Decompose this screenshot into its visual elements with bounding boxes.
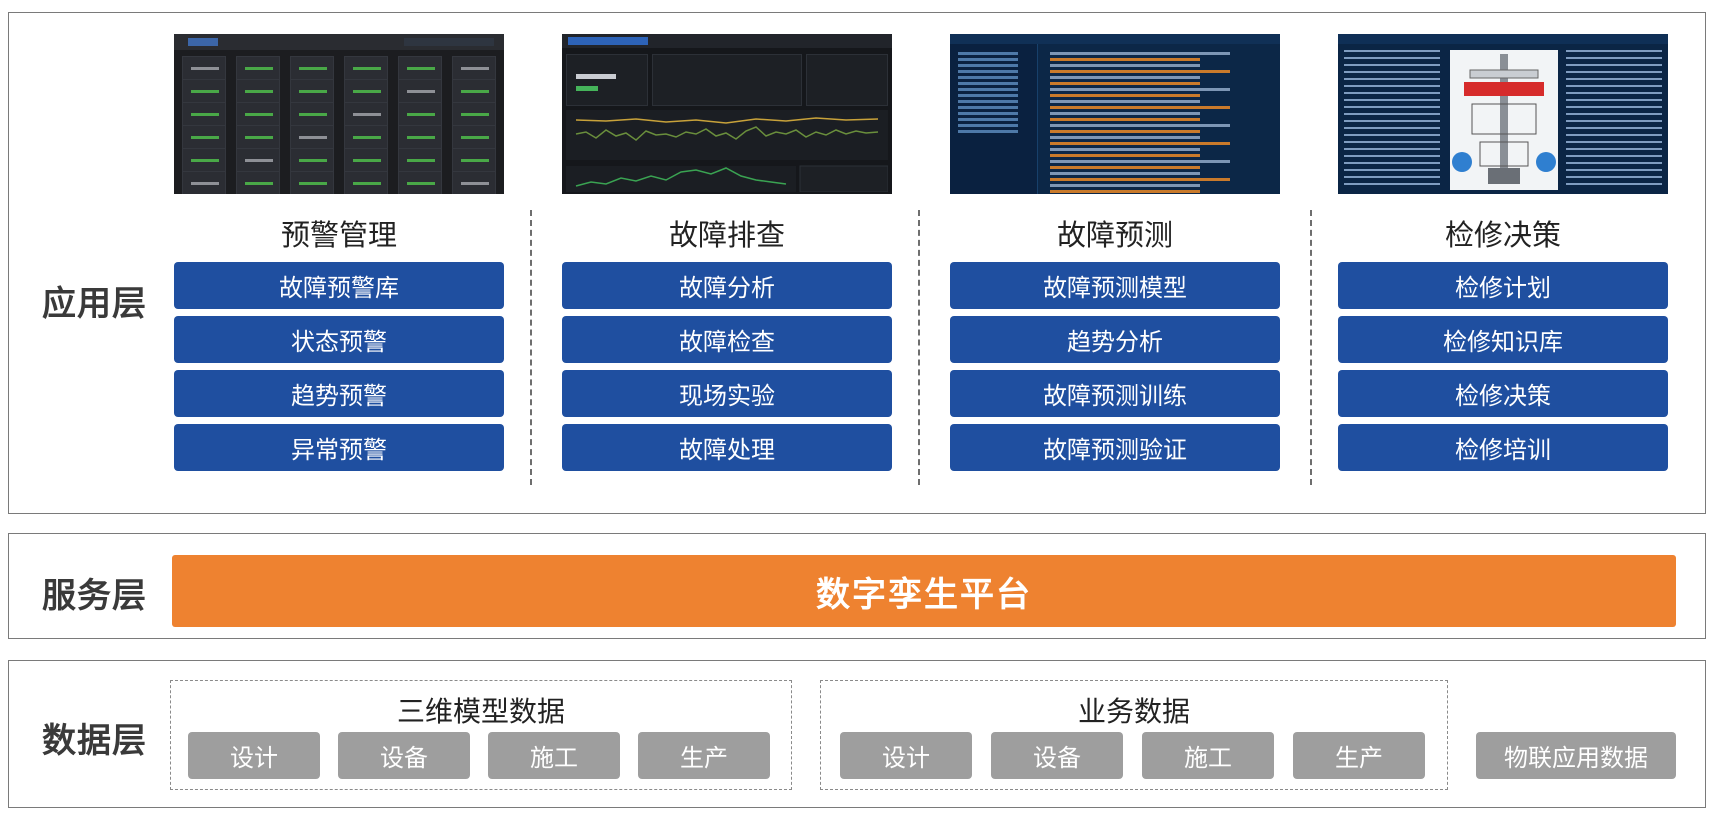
data-layer-label: 数据层 [42, 721, 147, 761]
app-button-fault-inspection[interactable]: 故障检查 [562, 316, 892, 363]
app-button-fault-prediction-model[interactable]: 故障预测模型 [950, 262, 1280, 309]
data-button-construction[interactable]: 施工 [1142, 732, 1274, 779]
column-title-fault-prediction: 故障预测 [1056, 218, 1173, 252]
column-title-warning-management: 预警管理 [280, 218, 397, 252]
app-button-fault-prediction-validation[interactable]: 故障预测验证 [950, 424, 1280, 471]
service-layer-label: 服务层 [42, 576, 147, 616]
column-title-maintenance-decision: 检修决策 [1444, 218, 1561, 252]
app-button-status-warning[interactable]: 状态预警 [174, 316, 504, 363]
app-button-maintenance-plan[interactable]: 检修计划 [1338, 262, 1668, 309]
data-button-production[interactable]: 生产 [638, 732, 770, 779]
app-button-anomaly-warning[interactable]: 异常预警 [174, 424, 504, 471]
app-button-maintenance-knowledge-base[interactable]: 检修知识库 [1338, 316, 1668, 363]
app-button-maintenance-training[interactable]: 检修培训 [1338, 424, 1668, 471]
app-button-fault-analysis[interactable]: 故障分析 [562, 262, 892, 309]
warning-management-screenshot [174, 34, 504, 194]
app-button-field-experiment[interactable]: 现场实验 [562, 370, 892, 417]
column-separator [530, 210, 532, 485]
app-button-trend-warning[interactable]: 趋势预警 [174, 370, 504, 417]
app-button-maintenance-decision[interactable]: 检修决策 [1338, 370, 1668, 417]
column-separator [918, 210, 920, 485]
column-title-fault-investigation: 故障排查 [668, 218, 785, 252]
3d-model-data-group [170, 680, 792, 790]
data-button-production[interactable]: 生产 [1293, 732, 1425, 779]
app-button-fault-warning-library[interactable]: 故障预警库 [174, 262, 504, 309]
data-button-construction[interactable]: 施工 [488, 732, 620, 779]
fault-prediction-screenshot [950, 34, 1280, 194]
data-button-design[interactable]: 设计 [188, 732, 320, 779]
data-button-iot-application-data[interactable]: 物联应用数据 [1476, 732, 1676, 779]
app-button-fault-prediction-training[interactable]: 故障预测训练 [950, 370, 1280, 417]
business-data-title: 业务数据 [1077, 695, 1190, 728]
app-button-fault-handling[interactable]: 故障处理 [562, 424, 892, 471]
app-button-trend-analysis[interactable]: 趋势分析 [950, 316, 1280, 363]
data-button-equipment[interactable]: 设备 [338, 732, 470, 779]
application-layer-label: 应用层 [42, 284, 147, 324]
data-button-design[interactable]: 设计 [840, 732, 972, 779]
3d-model-data-title: 三维模型数据 [396, 695, 565, 728]
digital-twin-platform-button[interactable]: 数字孪生平台 [172, 555, 1676, 627]
maintenance-decision-screenshot [1338, 34, 1668, 194]
fault-investigation-screenshot [562, 34, 892, 194]
column-separator [1310, 210, 1312, 485]
data-button-equipment[interactable]: 设备 [991, 732, 1123, 779]
business-data-group [820, 680, 1448, 790]
